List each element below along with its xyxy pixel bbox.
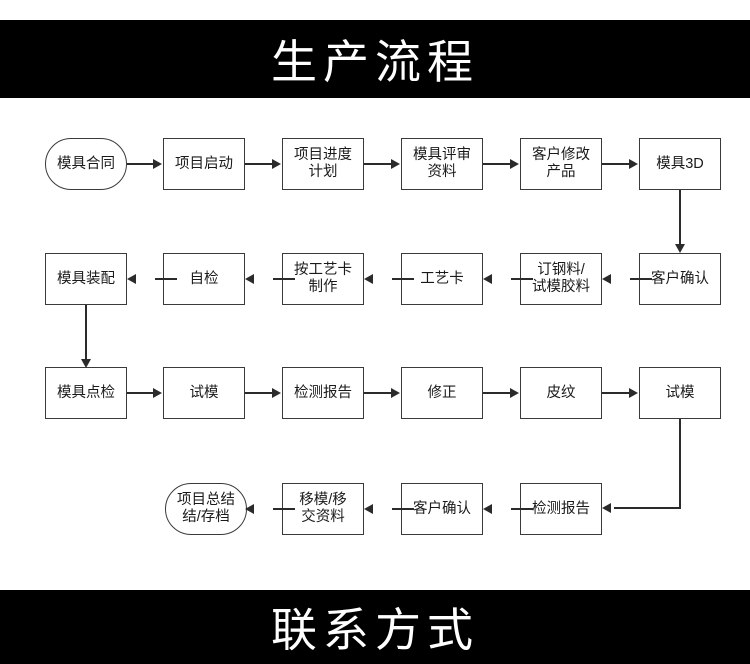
arrowhead-r4c5-r4c4 [483, 503, 492, 514]
arrowhead-r1c5-r1c6 [629, 158, 638, 169]
arrowhead-r2c5-r2c4 [483, 273, 492, 284]
connector-r2c1-r3c1 [85, 305, 87, 360]
arrowhead-r3c5-r3c6 [629, 387, 638, 398]
connector-r1c1-r1c2 [127, 163, 155, 165]
flow-node-test-report-first[interactable]: 检测报告 [282, 367, 364, 419]
flow-node-customer-revise-product[interactable]: 客户修改 产品 [520, 138, 602, 190]
flow-node-project-schedule[interactable]: 项目进度 计划 [282, 138, 364, 190]
connector-r3c6-elbow-vertical [679, 419, 681, 508]
connector-r2c5-r2c4 [511, 278, 533, 280]
flow-node-mold-3d[interactable]: 模具3D [639, 138, 721, 190]
connector-r4c3-r4c2 [273, 508, 295, 510]
connector-r1c3-r1c4 [364, 163, 392, 165]
connector-r2c2-r2c1 [155, 278, 177, 280]
flow-node-customer-confirm-design[interactable]: 客户确认 [639, 253, 721, 305]
connector-r1c5-r1c6 [602, 163, 630, 165]
arrowhead-r2c2-r2c1 [127, 273, 136, 284]
connector-r3c3-r3c4 [364, 392, 392, 394]
connector-elbow-to-r4c5 [614, 507, 681, 509]
connector-r4c5-r4c4 [511, 508, 533, 510]
bottom-banner-title: 联系方式 [0, 590, 750, 664]
arrowhead-r1c1-r1c2 [153, 158, 162, 169]
arrowhead-r2c6-r2c5 [602, 273, 611, 284]
arrowhead-r3c4-r3c5 [510, 387, 519, 398]
top-banner-title: 生产流程 [0, 20, 750, 98]
connector-r1c4-r1c5 [483, 163, 511, 165]
arrowhead-r1c2-r1c3 [272, 158, 281, 169]
flow-node-mold-assembly[interactable]: 模具装配 [45, 253, 127, 305]
arrowhead-r1c3-r1c4 [391, 158, 400, 169]
flow-node-mold-contract[interactable]: 模具合同 [45, 138, 127, 190]
arrowhead-r1c4-r1c5 [510, 158, 519, 169]
flowchart-canvas: 模具合同 项目启动 项目进度 计划 模具评审 资料 客户修改 产品 模具3D 模… [0, 98, 750, 590]
flow-node-process-card[interactable]: 工艺卡 [401, 253, 483, 305]
flow-node-order-steel-trial-resin[interactable]: 订钢料/ 试模胶料 [520, 253, 602, 305]
connector-r4c4-r4c3 [392, 508, 414, 510]
connector-r1c2-r1c3 [245, 163, 273, 165]
connector-r1c6-r2c6 [679, 190, 681, 245]
connector-r2c6-r2c5 [630, 278, 652, 280]
arrowhead-elbow-r4c5 [602, 502, 611, 513]
flow-node-trial-mold-second[interactable]: 试模 [639, 367, 721, 419]
flow-node-texture[interactable]: 皮纹 [520, 367, 602, 419]
flow-node-mold-review-docs[interactable]: 模具评审 资料 [401, 138, 483, 190]
flow-node-project-summary-archive[interactable]: 项目总结 结/存档 [165, 483, 247, 535]
connector-r3c1-r3c2 [127, 392, 155, 394]
flow-node-test-report-second[interactable]: 检测报告 [520, 483, 602, 535]
arrowhead-r3c2-r3c3 [272, 387, 281, 398]
flow-node-correction[interactable]: 修正 [401, 367, 483, 419]
connector-r3c2-r3c3 [245, 392, 273, 394]
flow-node-project-start[interactable]: 项目启动 [163, 138, 245, 190]
arrowhead-r2c1-r3c1 [80, 359, 91, 368]
connector-r2c4-r2c3 [392, 278, 414, 280]
arrowhead-r2c4-r2c3 [364, 273, 373, 284]
arrowhead-r3c1-r3c2 [153, 387, 162, 398]
arrowhead-r3c3-r3c4 [391, 387, 400, 398]
flow-node-customer-confirm-final[interactable]: 客户确认 [401, 483, 483, 535]
flow-node-mold-spot-check[interactable]: 模具点检 [45, 367, 127, 419]
connector-r3c5-r3c6 [602, 392, 630, 394]
connector-r3c4-r3c5 [483, 392, 511, 394]
arrowhead-r1c6-r2c6 [674, 244, 685, 253]
connector-r2c3-r2c2 [273, 278, 295, 280]
arrowhead-r2c3-r2c2 [245, 273, 254, 284]
arrowhead-r4c4-r4c3 [364, 503, 373, 514]
flow-node-trial-mold-first[interactable]: 试模 [163, 367, 245, 419]
arrowhead-r4c3-r4c2 [245, 503, 254, 514]
